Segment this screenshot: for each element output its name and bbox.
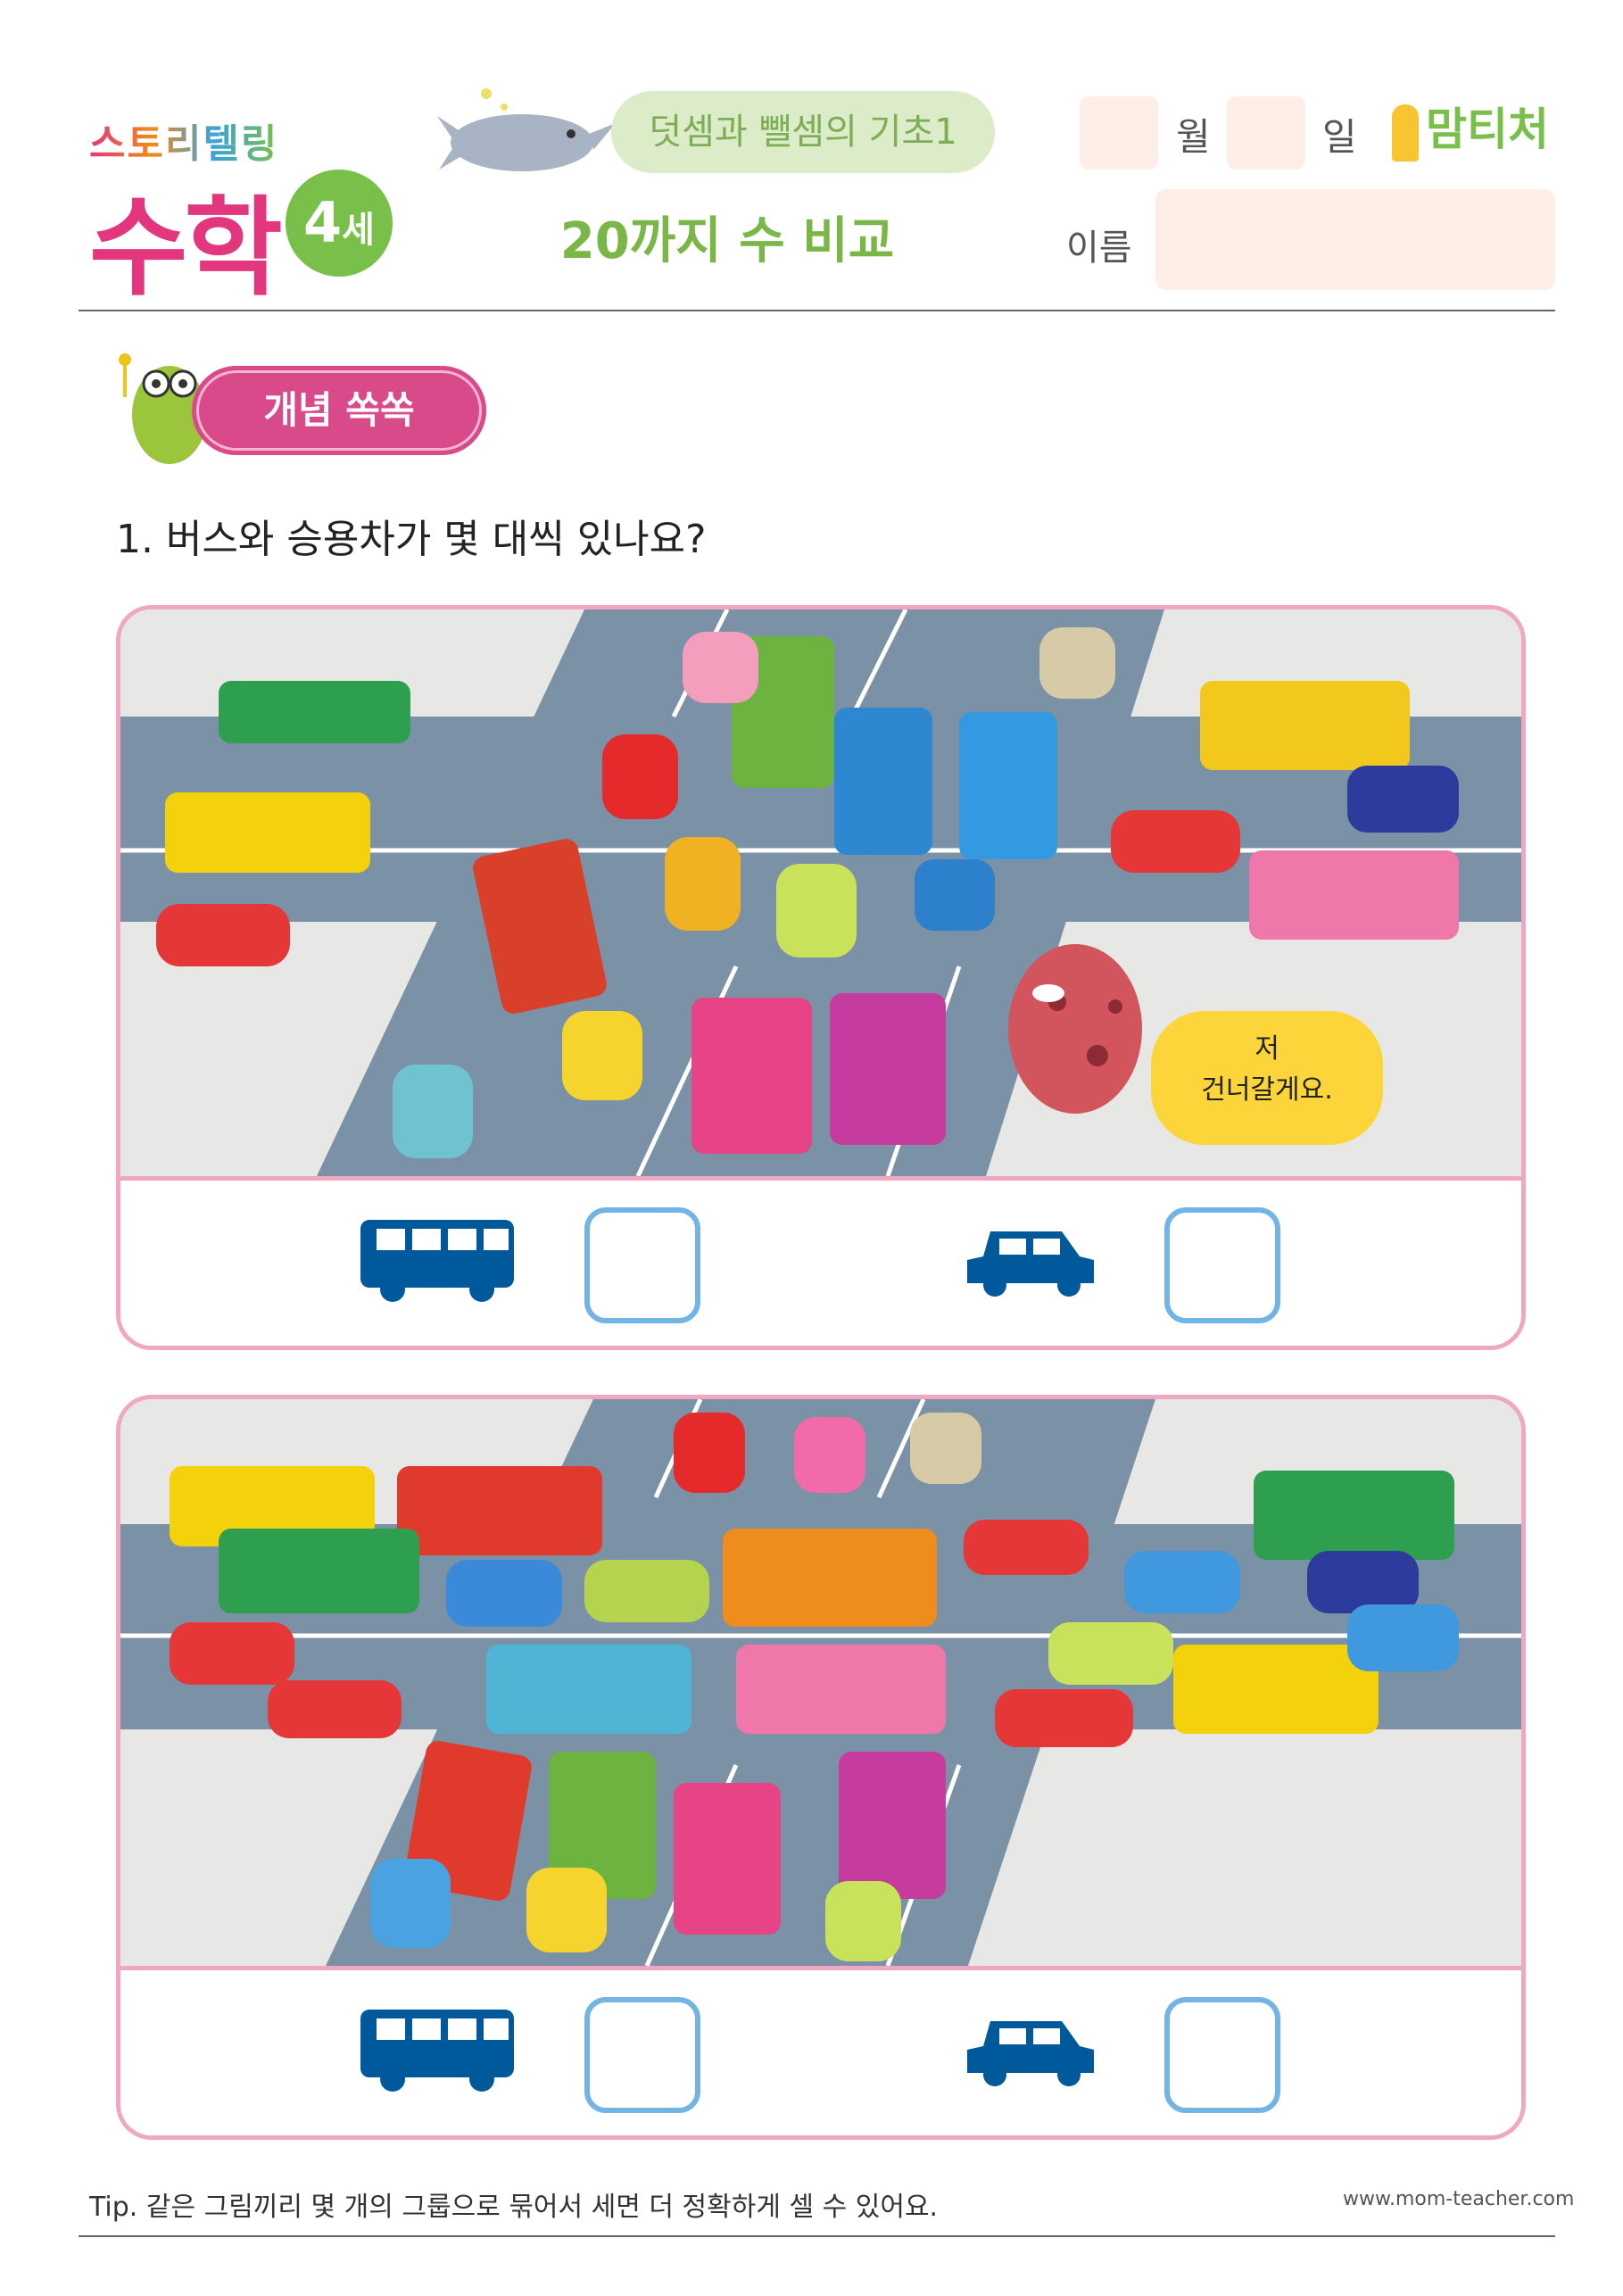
scene-panel-1: 저 건너갈게요. bbox=[116, 605, 1526, 1350]
age-badge: 4세 bbox=[286, 170, 393, 277]
month-label: 월 bbox=[1176, 115, 1211, 159]
month-input[interactable] bbox=[1080, 96, 1158, 170]
brand-series-title: 스토리텔링 bbox=[89, 112, 278, 169]
speech-line-1: 저 bbox=[1255, 1033, 1279, 1065]
traffic-scene-2 bbox=[120, 1399, 1521, 1966]
name-label: 이름 bbox=[1066, 228, 1132, 269]
answer-row-2 bbox=[120, 1966, 1521, 2135]
brand-logo: 맘티처 bbox=[1392, 94, 1549, 162]
worksheet-title: 20까지 수 비교 bbox=[559, 212, 895, 270]
question-text: 1. 버스와 승용차가 몇 대씩 있나요? bbox=[116, 517, 707, 562]
car-count-answer-box[interactable] bbox=[1164, 1997, 1280, 2113]
age-number: 4 bbox=[303, 190, 343, 255]
name-input[interactable] bbox=[1155, 189, 1555, 290]
day-input[interactable] bbox=[1227, 96, 1305, 170]
header-divider bbox=[79, 310, 1555, 311]
answer-row-1 bbox=[120, 1176, 1521, 1346]
tip-text: Tip. 같은 그림끼리 몇 개의 그룹으로 묶어서 세면 더 정확하게 셀 수… bbox=[89, 2192, 939, 2223]
bus-icon bbox=[360, 2010, 514, 2092]
topic-pill: 덧셈과 뺄셈의 기초1 bbox=[611, 91, 995, 173]
age-unit: 세 bbox=[342, 210, 375, 251]
brand-series-text: 스토리텔링 bbox=[89, 112, 278, 169]
bus-count-answer-box[interactable] bbox=[584, 1207, 700, 1323]
brand-logo-text: 맘티처 bbox=[1426, 104, 1549, 155]
car-icon bbox=[967, 1231, 1094, 1297]
footer-divider bbox=[79, 2235, 1555, 2237]
section-label-pill: 개념 쏙쏙 bbox=[192, 366, 486, 455]
mascot-icon bbox=[119, 353, 207, 464]
dolphin-icon bbox=[437, 88, 616, 171]
day-label: 일 bbox=[1322, 115, 1357, 159]
bus-icon bbox=[360, 1220, 514, 1302]
pencil-icon bbox=[1392, 104, 1419, 162]
scene-panel-2 bbox=[116, 1395, 1526, 2140]
speech-bubble: 저 건너갈게요. bbox=[1151, 1011, 1383, 1145]
car-icon bbox=[967, 2021, 1094, 2086]
traffic-scene-1 bbox=[120, 609, 1521, 1176]
speech-line-2: 건너갈게요. bbox=[1201, 1074, 1333, 1106]
website-url: www.mom-teacher.com bbox=[1343, 2188, 1575, 2210]
brand-subject-title: 수학 bbox=[89, 186, 283, 311]
car-count-answer-box[interactable] bbox=[1164, 1207, 1280, 1323]
bus-count-answer-box[interactable] bbox=[584, 1997, 700, 2113]
